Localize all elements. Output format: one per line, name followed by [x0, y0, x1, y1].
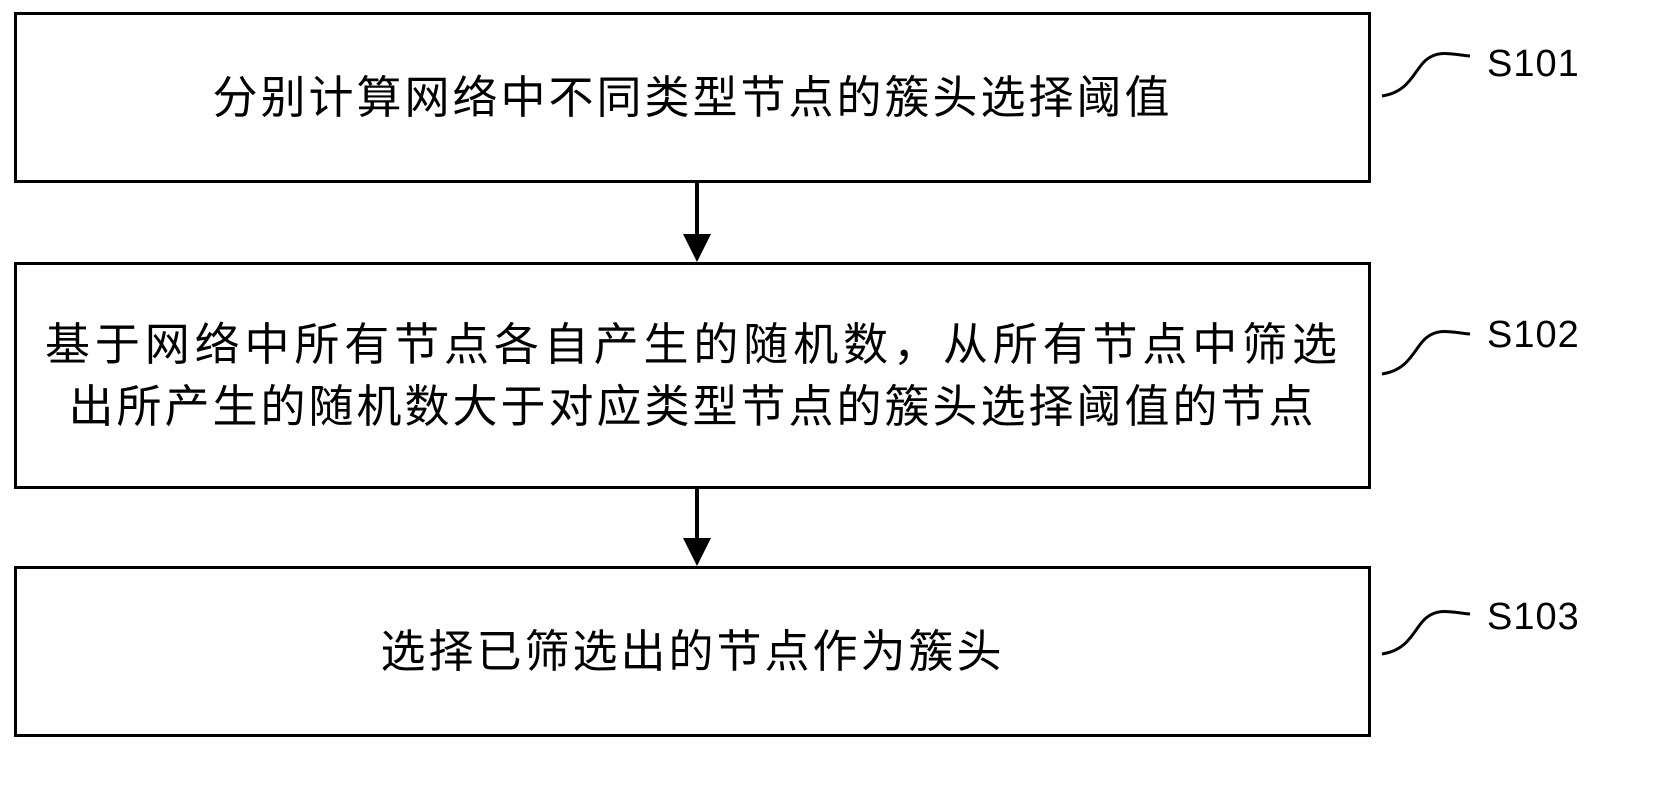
- step-label-s103: S103: [1487, 596, 1580, 638]
- step-text-s102: 基于网络中所有节点各自产生的随机数，从所有节点中筛选出所产生的随机数大于对应类型…: [45, 317, 1340, 433]
- step-box-s103: 选择已筛选出的节点作为簇头: [14, 566, 1371, 737]
- leader-curve-s103: [1381, 610, 1471, 656]
- step-label-s101: S101: [1487, 43, 1580, 85]
- step-box-s101: 分别计算网络中不同类型节点的簇头选择阈值: [14, 12, 1371, 183]
- step-label-s102: S102: [1487, 314, 1580, 356]
- arrow-s102-to-s103: [683, 489, 711, 566]
- arrow-s101-to-s102: [683, 183, 711, 262]
- leader-curve-s102: [1381, 330, 1471, 376]
- step-text-s103: 选择已筛选出的节点作为簇头: [380, 624, 1005, 678]
- step-box-s102: 基于网络中所有节点各自产生的随机数，从所有节点中筛选出所产生的随机数大于对应类型…: [14, 262, 1371, 489]
- leader-curve-s101: [1381, 52, 1471, 98]
- step-text-s101: 分别计算网络中不同类型节点的簇头选择阈值: [212, 70, 1173, 124]
